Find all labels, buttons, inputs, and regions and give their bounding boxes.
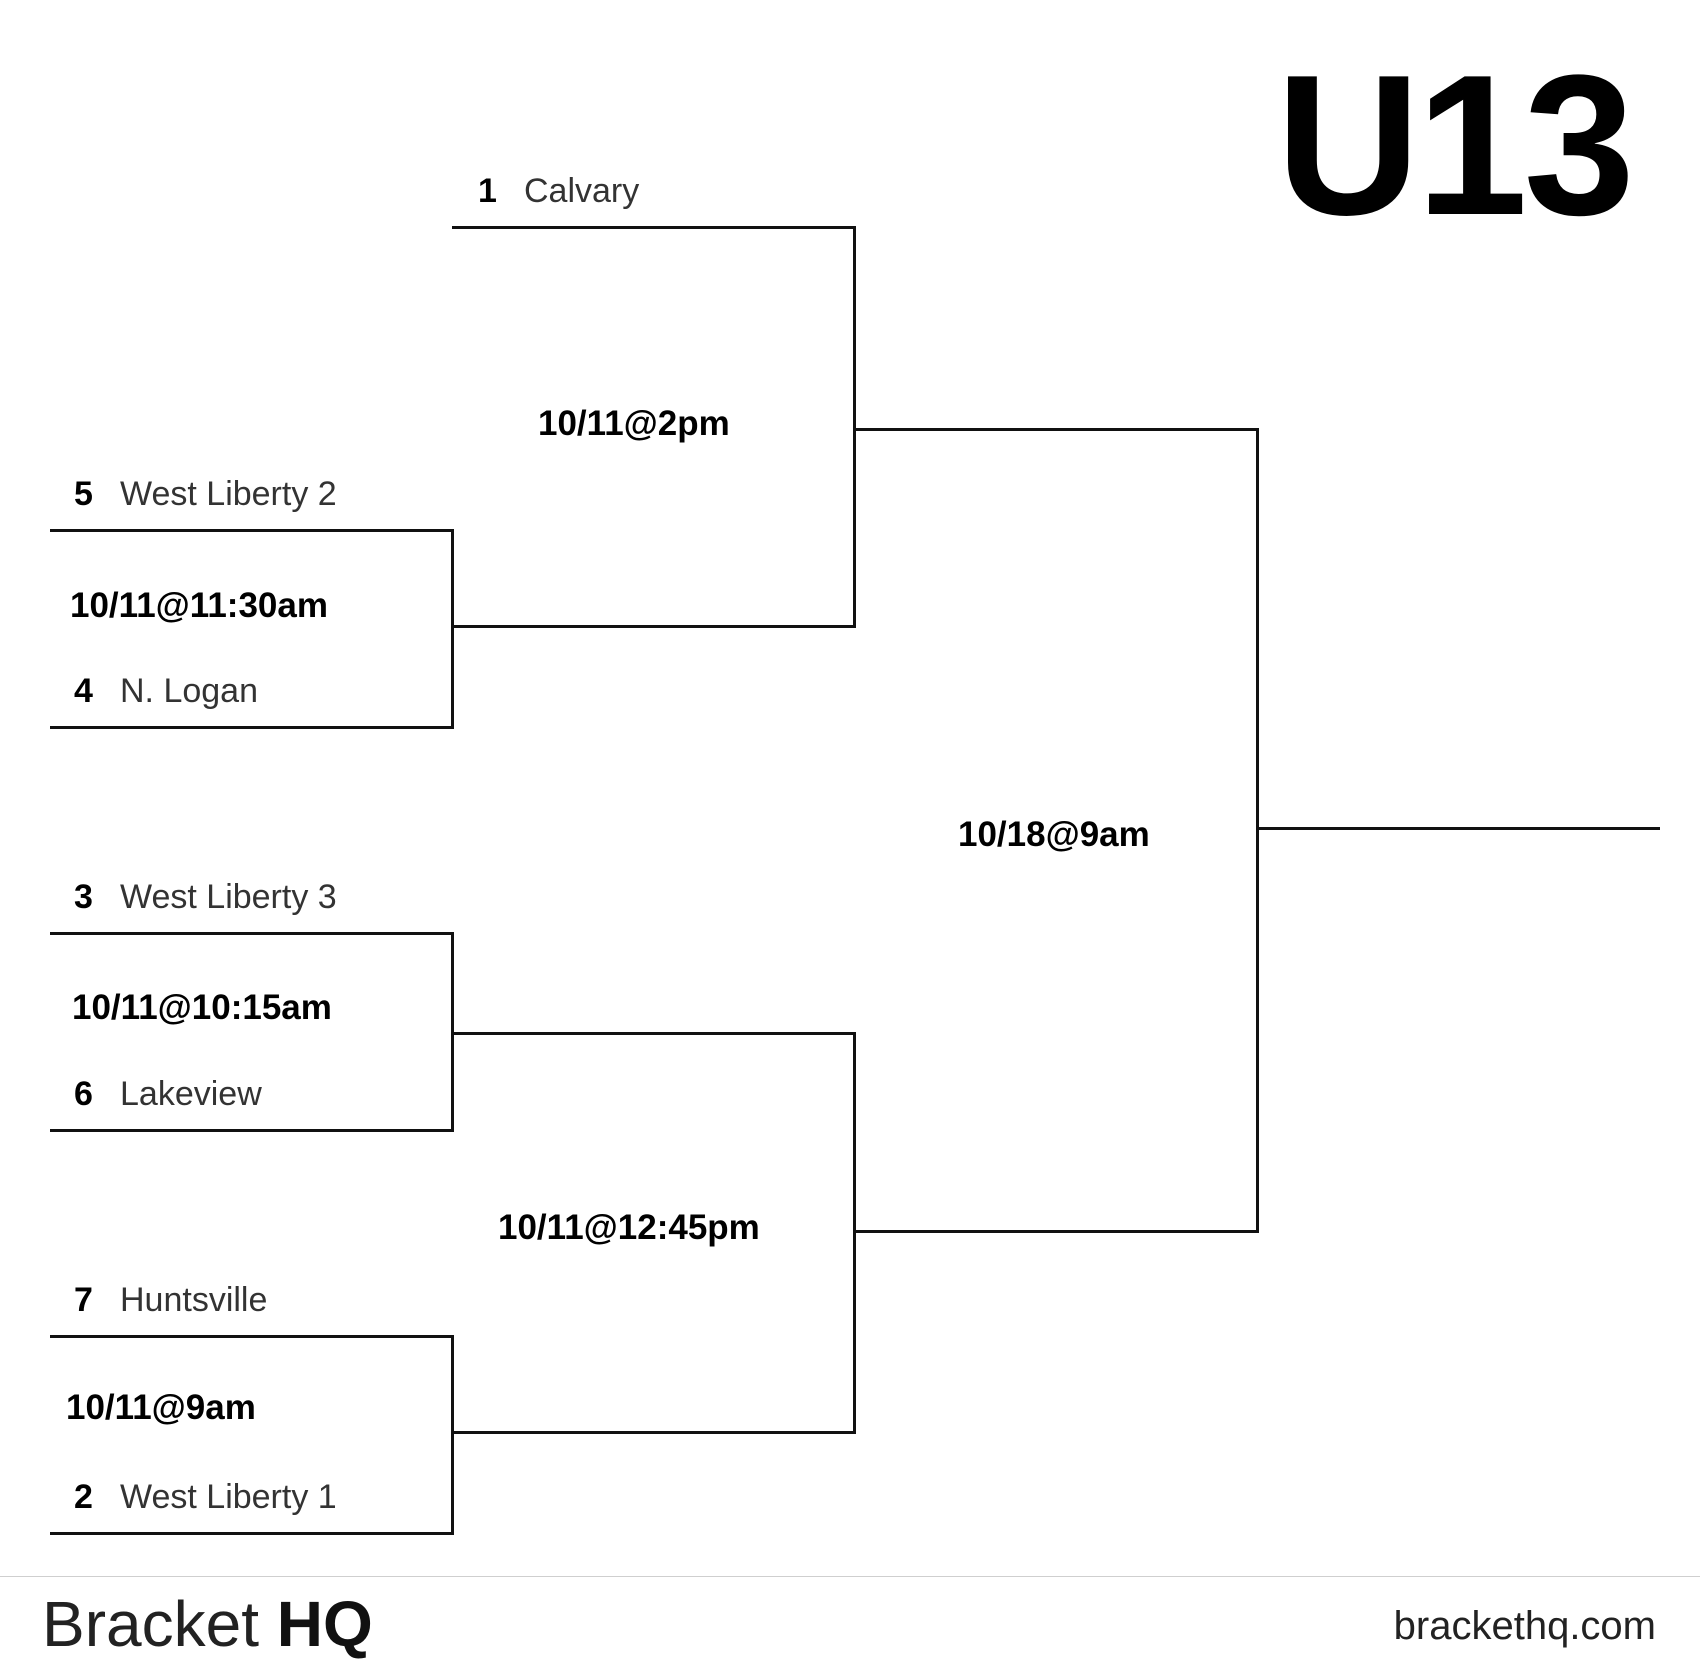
bracket-line bbox=[1256, 428, 1259, 1233]
bracket-line bbox=[853, 1230, 1259, 1233]
brand-word-hq: HQ bbox=[276, 1588, 373, 1660]
bracket-line bbox=[853, 1032, 856, 1434]
bracket-line bbox=[451, 529, 454, 729]
team-entry: 2 West Liberty 1 bbox=[74, 1480, 337, 1514]
game-time: 10/11@10:15am bbox=[72, 988, 332, 1027]
team-name: West Liberty 1 bbox=[120, 1478, 337, 1516]
website-link[interactable]: brackethq.com bbox=[1393, 1604, 1656, 1648]
team-name: Huntsville bbox=[120, 1281, 268, 1319]
footer-divider bbox=[0, 1576, 1700, 1577]
team-seed: 4 bbox=[74, 672, 93, 710]
team-seed: 6 bbox=[74, 1075, 93, 1113]
bracket-line bbox=[853, 226, 856, 628]
team-seed: 3 bbox=[74, 878, 93, 916]
game-time: 10/11@11:30am bbox=[70, 586, 328, 625]
game-time: 10/11@2pm bbox=[538, 404, 730, 443]
team-name: Calvary bbox=[524, 172, 640, 210]
champion-line bbox=[1256, 827, 1660, 830]
bracket-line bbox=[853, 428, 1259, 431]
bracket-line bbox=[451, 1032, 856, 1035]
team-name: West Liberty 3 bbox=[120, 878, 337, 916]
team-name: West Liberty 2 bbox=[120, 475, 337, 513]
bracket-line bbox=[50, 1129, 454, 1132]
bracket-line bbox=[452, 226, 856, 229]
bracket-title: U13 bbox=[1276, 34, 1635, 257]
bracket-line bbox=[451, 1335, 454, 1535]
team-entry: 3 West Liberty 3 bbox=[74, 880, 337, 914]
team-name: Lakeview bbox=[120, 1075, 262, 1113]
bracket-line bbox=[451, 625, 856, 628]
team-entry: 1 Calvary bbox=[478, 174, 639, 208]
team-seed: 1 bbox=[478, 172, 497, 210]
team-entry: 4 N. Logan bbox=[74, 674, 258, 708]
team-entry: 7 Huntsville bbox=[74, 1283, 267, 1317]
bracket-line bbox=[50, 726, 454, 729]
brand-logo: Bracket HQ bbox=[42, 1592, 373, 1656]
bracket-line bbox=[50, 529, 454, 532]
bracket-line bbox=[50, 1335, 454, 1338]
team-entry: 6 Lakeview bbox=[74, 1077, 262, 1111]
game-time: 10/11@12:45pm bbox=[498, 1208, 760, 1247]
bracket-line bbox=[50, 1532, 454, 1535]
team-seed: 7 bbox=[74, 1281, 93, 1319]
game-time: 10/11@9am bbox=[66, 1388, 256, 1427]
bracket-line bbox=[451, 1431, 856, 1434]
brand-word-bracket: Bracket bbox=[42, 1588, 259, 1660]
team-name: N. Logan bbox=[120, 672, 258, 710]
game-time: 10/18@9am bbox=[958, 815, 1150, 854]
team-entry: 5 West Liberty 2 bbox=[74, 477, 337, 511]
bracket-line bbox=[50, 932, 454, 935]
team-seed: 2 bbox=[74, 1478, 93, 1516]
team-seed: 5 bbox=[74, 475, 93, 513]
